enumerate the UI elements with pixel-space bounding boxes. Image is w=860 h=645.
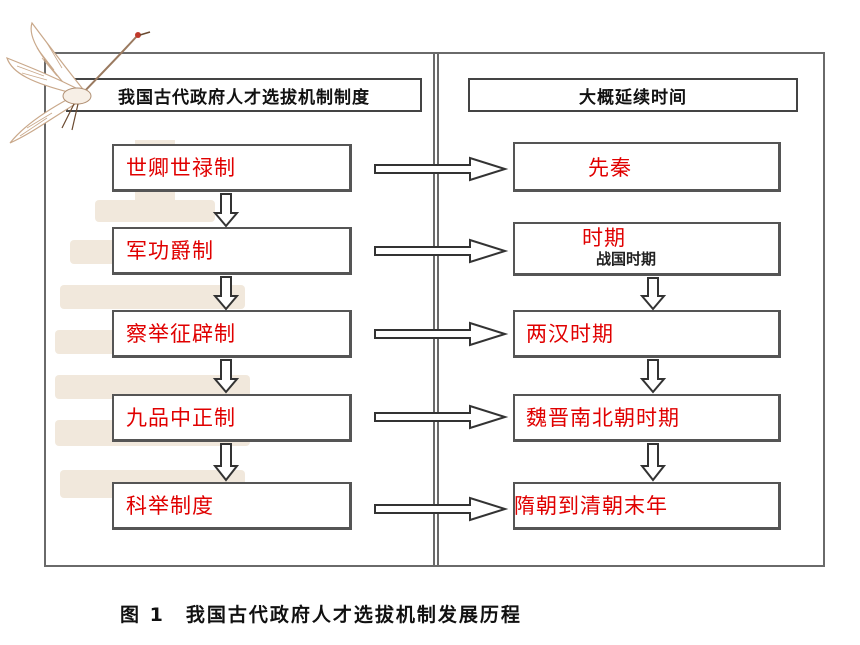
right-panel — [433, 52, 825, 567]
period-box-3 — [513, 310, 781, 358]
period-label-4: 魏晋南北朝时期 — [526, 406, 680, 430]
system-label-2: 军功爵制 — [126, 239, 214, 263]
period-label-3: 两汉时期 — [526, 322, 614, 346]
system-box-1 — [112, 144, 352, 192]
system-box-3 — [112, 310, 352, 358]
period-box-5 — [513, 482, 781, 530]
period-box-2 — [513, 222, 781, 276]
period-label-1: 先秦 — [588, 156, 632, 180]
left-panel — [44, 52, 439, 567]
period-label-2: 时期 — [582, 226, 626, 250]
faint-period-text: 战国时期 — [596, 250, 657, 268]
crane-icon — [6, 21, 151, 144]
period-box-4 — [513, 394, 781, 442]
figure-caption: 图 1 我国古代政府人才选拔机制发展历程 — [120, 604, 522, 626]
system-box-2 — [112, 227, 352, 275]
period-box-1 — [513, 142, 781, 192]
period-label-5: 隋朝到清朝末年 — [514, 494, 668, 518]
right-header: 大概延续时间 — [468, 78, 798, 112]
system-label-4: 九品中正制 — [126, 406, 236, 430]
left-header: 我国古代政府人才选拔机制制度 — [66, 78, 422, 112]
system-box-4 — [112, 394, 352, 442]
system-label-5: 科举制度 — [126, 494, 214, 518]
system-label-3: 察举征辟制 — [126, 322, 236, 346]
system-box-5 — [112, 482, 352, 530]
system-label-1: 世卿世禄制 — [126, 156, 236, 180]
